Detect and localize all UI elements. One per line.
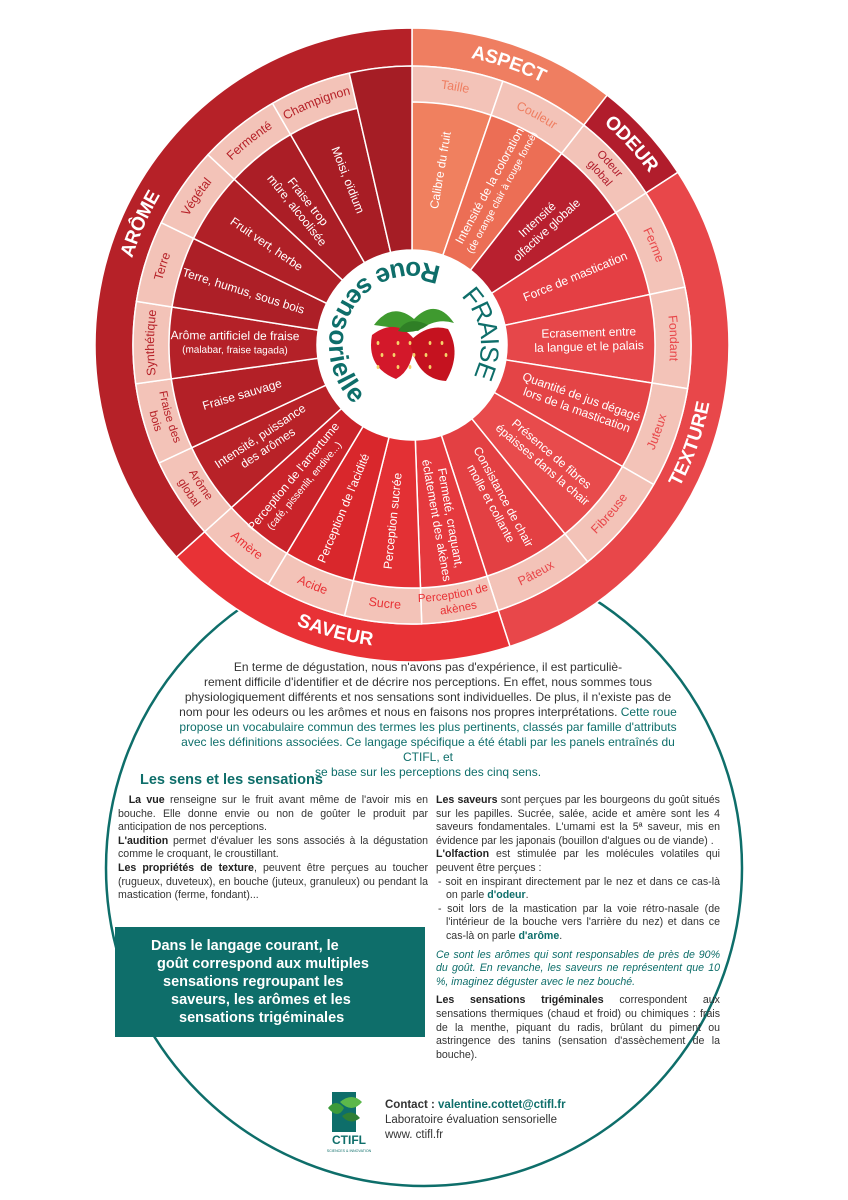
intro-line-2: rement difficile d'identifier et de décr… bbox=[203, 675, 653, 689]
callout-line-3: sensations regroupant les bbox=[163, 974, 344, 990]
trigeminal-term: Les sensations trigéminales bbox=[436, 994, 604, 1007]
audition-term: L'audition bbox=[118, 834, 169, 847]
definition-text-fondant-2: la langue et le palais bbox=[534, 338, 644, 355]
intro-line-1: En terme de dégustation, nous n'avons pa… bbox=[233, 660, 623, 674]
arome-term: d'arôme bbox=[518, 929, 560, 942]
definition-synthetique: Arôme artificiel de fraise (malabar, frai… bbox=[171, 328, 300, 357]
logo-wordmark: CTIFL bbox=[332, 1133, 366, 1147]
intro-teal-3: avec les définitions associées. Ce langa… bbox=[181, 735, 675, 764]
contact-website-link[interactable]: www. ctifl.fr bbox=[385, 1129, 444, 1141]
callout-box: Dans le langage courant, le goût corresp… bbox=[115, 927, 425, 1037]
bullet-1-text: - soit en inspirant directement par le n… bbox=[438, 875, 720, 902]
attribute-label-fondant: Fondant bbox=[665, 315, 681, 363]
contact-email-link[interactable]: valentine.cottet@ctifl.fr bbox=[438, 1099, 566, 1111]
olfaction-bullet-1: - soit en inspirant directement par le n… bbox=[438, 875, 720, 902]
saveurs-paragraph: Les saveurs sont perçues par les bourgeo… bbox=[436, 794, 720, 848]
intro-line-3: physiologiquement différents et nos sens… bbox=[184, 690, 672, 704]
intro-teal-1: Cette roue bbox=[620, 705, 677, 719]
vue-paragraph: La vue renseigne sur le fruit avant même… bbox=[118, 794, 428, 835]
audition-text: permet d'évaluer les sons associés à la … bbox=[118, 834, 428, 861]
trigeminal-text: correspondent aux sensations thermiques … bbox=[436, 994, 720, 1061]
contact-block: Contact : valentine.cottet@ctifl.fr Labo… bbox=[385, 1098, 566, 1143]
vue-term: La vue bbox=[128, 794, 165, 806]
odeur-term: d'odeur bbox=[487, 889, 526, 902]
definition-text-fondant-1: Ecrasement entre bbox=[541, 324, 636, 340]
intro-teal-4: se base sur les perceptions des cinq sen… bbox=[314, 765, 542, 779]
texture-term: Les propriétés de texture bbox=[118, 861, 254, 874]
strawberry-illustration bbox=[371, 308, 455, 381]
logo-tagline: SCIENCES & INNOVATION bbox=[327, 1149, 372, 1153]
attribute-label-taille: Taille bbox=[440, 78, 471, 97]
saveurs-term: Les saveurs bbox=[436, 794, 498, 806]
ctifl-logo: CTIFL SCIENCES & INNOVATION bbox=[327, 1092, 372, 1153]
attribute-label-synthetique: Synthétique bbox=[143, 309, 159, 377]
callout-line-4: saveurs, les arômes et les bbox=[171, 992, 351, 1008]
vue-text: renseigne sur le fruit avant même de l'a… bbox=[118, 794, 429, 834]
senses-title: Les sens et les sensations bbox=[140, 772, 323, 788]
senses-right-column: Les saveurs sont perçues par les bourgeo… bbox=[436, 794, 720, 1062]
saveurs-text: sont perçues par les bourgeons du goût s… bbox=[436, 794, 720, 847]
intro-paragraph: En terme de dégustation, nous n'avons pa… bbox=[168, 660, 688, 780]
contact-lab: Laboratoire évaluation sensorielle bbox=[385, 1114, 557, 1126]
bullet-2-text: - soit lors de la mastication par la voi… bbox=[438, 902, 720, 942]
trigeminal-paragraph: Les sensations trigéminales corresponden… bbox=[436, 994, 720, 1062]
olfaction-bullet-2: - soit lors de la mastication par la voi… bbox=[438, 902, 720, 942]
texture-paragraph: Les propriétés de texture, peuvent être … bbox=[118, 862, 428, 903]
audition-paragraph: L'audition permet d'évaluer les sons ass… bbox=[118, 835, 428, 862]
callout-line-1: Dans le langage courant, le bbox=[151, 938, 339, 954]
callout-line-2: goût correspond aux multiples bbox=[157, 956, 369, 972]
sensory-wheel: ASPECTODEURTEXTURESAVEURARÔMETailleCoule… bbox=[0, 0, 730, 663]
olfaction-paragraph: L'olfaction est stimulée par les molécul… bbox=[436, 848, 720, 875]
contact-label: Contact : bbox=[385, 1099, 439, 1111]
intro-line-4: nom pour les odeurs ou les arômes et nou… bbox=[179, 705, 618, 719]
senses-left-column: La vue renseigne sur le fruit avant même… bbox=[118, 794, 428, 903]
definition-text-synthetique-2: (malabar, fraise tagada) bbox=[182, 345, 288, 357]
olfaction-text: est stimulée par les molécules volatiles… bbox=[436, 848, 720, 874]
aroma-percentage-note: Ce sont les arômes qui sont responsables… bbox=[436, 948, 720, 988]
olfaction-term: L'olfaction bbox=[436, 848, 490, 861]
definition-text-synthetique-1: Arôme artificiel de fraise bbox=[171, 328, 300, 343]
attribute-label-fraise-des-bois-1: bois bbox=[146, 409, 164, 433]
texture-text: , peuvent être perçues au toucher (rugue… bbox=[118, 861, 428, 902]
intro-teal-2: propose un vocabulaire commun des termes… bbox=[179, 720, 677, 734]
attribute-label-sucre: Sucre bbox=[368, 595, 402, 612]
callout-line-5: sensations trigéminales bbox=[179, 1010, 345, 1026]
